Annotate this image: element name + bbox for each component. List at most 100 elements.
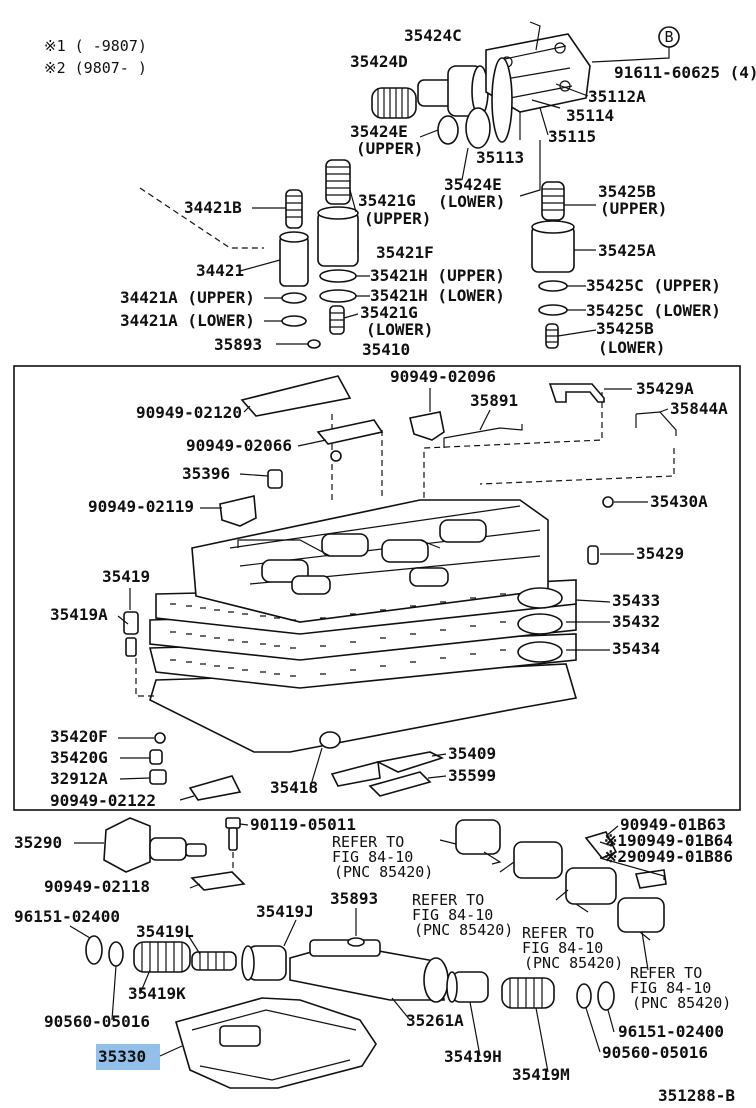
solenoid-ref-2 [513,841,563,879]
clamp-90949-02119 [219,495,257,527]
label-35425b-lower-pos: (LOWER) [598,338,665,357]
pin-35429 [587,545,599,565]
sleeve-35419j [241,945,287,981]
pipe-35429a [548,383,605,403]
refer-1-line-3: (PNC 85420) [334,863,433,881]
label-34421a-lower: 34421A (LOWER) [120,311,255,330]
sleeve-35419h [446,971,489,1003]
refer-1-line-1: REFER TO [332,833,404,851]
plate-90949-02066 [316,419,384,445]
label-35429: 35429 [636,544,684,563]
label-96151-02400-left: 96151-02400 [14,907,120,926]
label-35290: 35290 [14,833,62,852]
solenoid-ref-4 [617,897,665,941]
valve-body-assembly [148,499,578,753]
spring-35424d [371,87,417,119]
label-35599: 35599 [448,766,496,785]
valve-body-box [13,365,741,811]
label-35396: 35396 [182,464,230,483]
label-35893-bottom: 35893 [330,889,378,908]
plate-35409 [375,751,445,773]
oring-35424e-upper [437,115,459,145]
label-90119-05011: 90119-05011 [250,815,356,834]
spring-35421g-lower [329,305,345,335]
spring-35419k [133,941,191,973]
label-90949-01b86: ※290949-01B86 [604,847,733,866]
label-90949-02122: 90949-02122 [50,791,156,810]
label-35425a: 35425A [598,241,656,260]
pipe-35844a [635,411,677,436]
spring-35425b-upper [541,181,565,221]
label-35112a: 35112A [588,87,646,106]
label-34421b: 34421B [184,198,242,217]
washer-90560-05016-right [576,983,592,1009]
label-35420g: 35420G [50,748,108,767]
refer-2-line-1: REFER TO [412,891,484,909]
label-35433: 35433 [612,591,660,610]
selected-part-highlight [96,1044,160,1070]
label-34421a-upper: 34421A (UPPER) [120,288,255,307]
box-leaders [117,388,669,801]
label-35419l: 35419L [136,922,194,941]
bolt-90949-02066 [330,450,342,462]
label-32912a: 32912A [50,769,108,788]
solenoid-35290 [103,817,207,873]
label-35419j: 35419J [256,902,314,921]
ref-b-label: B [664,28,673,46]
label-35891: 35891 [470,391,518,410]
pipe-35891 [443,424,523,448]
label-35261a: 35261A [406,1011,464,1030]
washer-90560-05016-left [108,941,124,967]
label-35425b-upper: 35425B [598,182,656,201]
ball-35893-bottom [347,937,365,947]
refer-2-line-2: FIG 84-10 [412,906,493,924]
label-90949-02096: 90949-02096 [390,367,496,386]
refer-4-line-3: (PNC 85420) [632,994,731,1012]
bracket-90949-02122 [188,775,242,801]
label-35432: 35432 [612,612,660,631]
plate-90949-02120 [240,375,352,417]
label-35434: 35434 [612,639,660,658]
label-35421h-upper: 35421H (UPPER) [370,266,505,285]
label-96151-02400-right: 96151-02400 [618,1022,724,1041]
label-35419a: 35419A [50,605,108,624]
spring-35420g [149,749,163,765]
spring-35419m [501,977,555,1009]
oring-96151-02400-right [597,981,615,1011]
sleeve-34421 [279,231,309,287]
label-35420f: 35420F [50,727,108,746]
sleeve-35421f [317,206,359,267]
label-35421g-upper-pos: (UPPER) [364,209,431,228]
oring-34421a-lower [281,315,307,327]
refer-2-line-3: (PNC 85420) [414,921,513,939]
clip-90949-02096 [409,411,445,441]
bracket-90949-02118 [190,871,246,891]
label-35424e-lower-pos: (LOWER) [438,192,505,211]
label-35424e-lower: 35424E [444,175,502,194]
plate-35599 [368,771,432,797]
oring-34421a-upper [281,292,307,304]
label-35844a: 35844A [670,399,728,418]
oring-35421h-lower [319,289,357,303]
label-35419: 35419 [102,567,150,586]
spring-35419l [191,951,237,971]
label-35113: 35113 [476,148,524,167]
dash-35419 [135,658,156,697]
refer-3-line-1: REFER TO [522,924,594,942]
plate-35409b [330,760,381,787]
label-35424e-upper: 35424E [350,122,408,141]
label-91611: 91611-60625 (4) [614,63,756,82]
label-34421: 34421 [196,261,244,280]
spring-35425b-lower [545,323,559,349]
label-35425c-lower: 35425C (LOWER) [586,301,721,320]
solenoid-ref-1 [455,819,502,865]
plug-35419 [123,611,139,635]
oil-strainer-35330 [175,997,377,1089]
clip-90949-01b63 [584,831,618,859]
label-35424c: 35424C [404,26,462,45]
label-35430a: 35430A [650,492,708,511]
oring-35425c-lower [538,304,568,316]
bolt-90119-05011 [225,817,241,851]
top-leaders [419,83,589,197]
label-35421h-lower: 35421H (LOWER) [370,286,505,305]
